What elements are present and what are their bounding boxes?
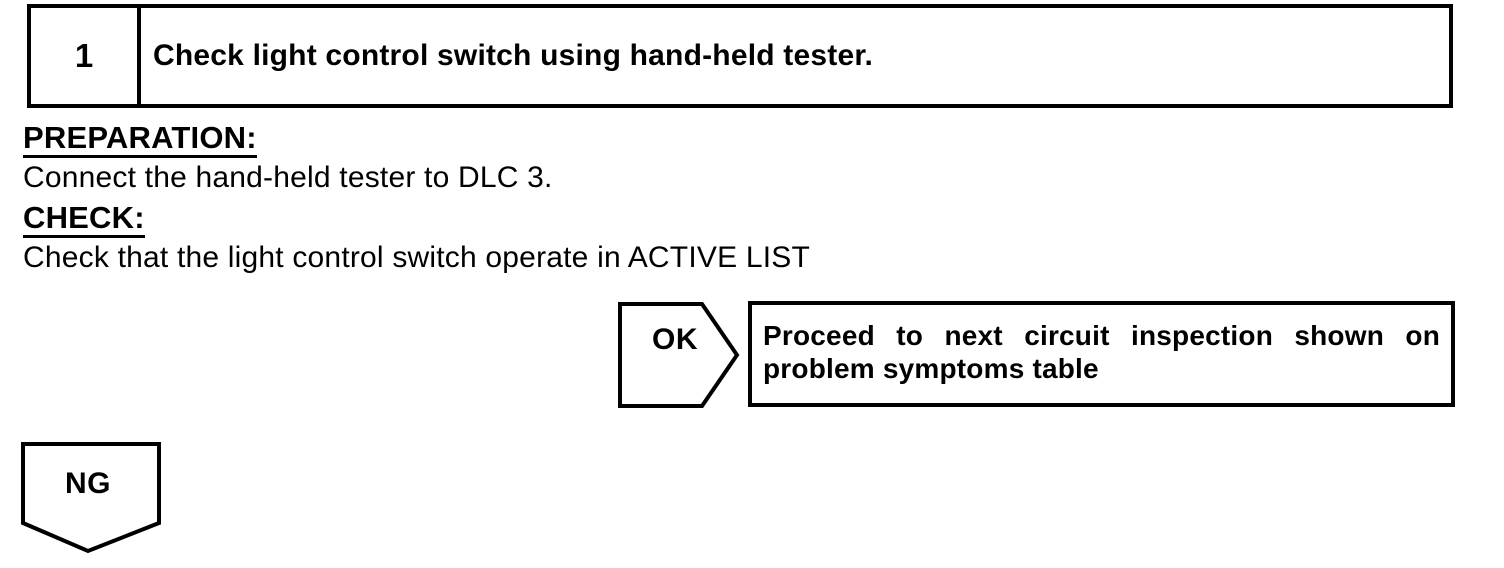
preparation-heading: PREPARATION: bbox=[23, 118, 923, 158]
ok-pentagon-icon bbox=[618, 302, 740, 408]
check-body: Check that the light control switch oper… bbox=[23, 240, 810, 274]
ok-action-line2: problem symptoms table bbox=[763, 353, 1099, 384]
check-heading-text: CHECK: bbox=[23, 201, 145, 238]
ok-label: OK bbox=[652, 323, 698, 356]
ok-connector: OK bbox=[616, 300, 740, 410]
step-title: Check light control switch using hand-he… bbox=[153, 39, 874, 72]
instruction-block: PREPARATION: Connect the hand-held teste… bbox=[23, 118, 923, 277]
ng-pentagon-icon bbox=[21, 442, 161, 554]
step-number: 1 bbox=[31, 8, 141, 104]
check-heading: CHECK: bbox=[23, 198, 923, 238]
ng-label: NG bbox=[65, 467, 111, 500]
preparation-heading-text: PREPARATION: bbox=[23, 121, 257, 158]
step-header-table: 1 Check light control switch using hand-… bbox=[27, 4, 1453, 108]
preparation-body: Connect the hand-held tester to DLC 3. bbox=[23, 161, 553, 194]
ng-connector: NG bbox=[19, 441, 163, 555]
